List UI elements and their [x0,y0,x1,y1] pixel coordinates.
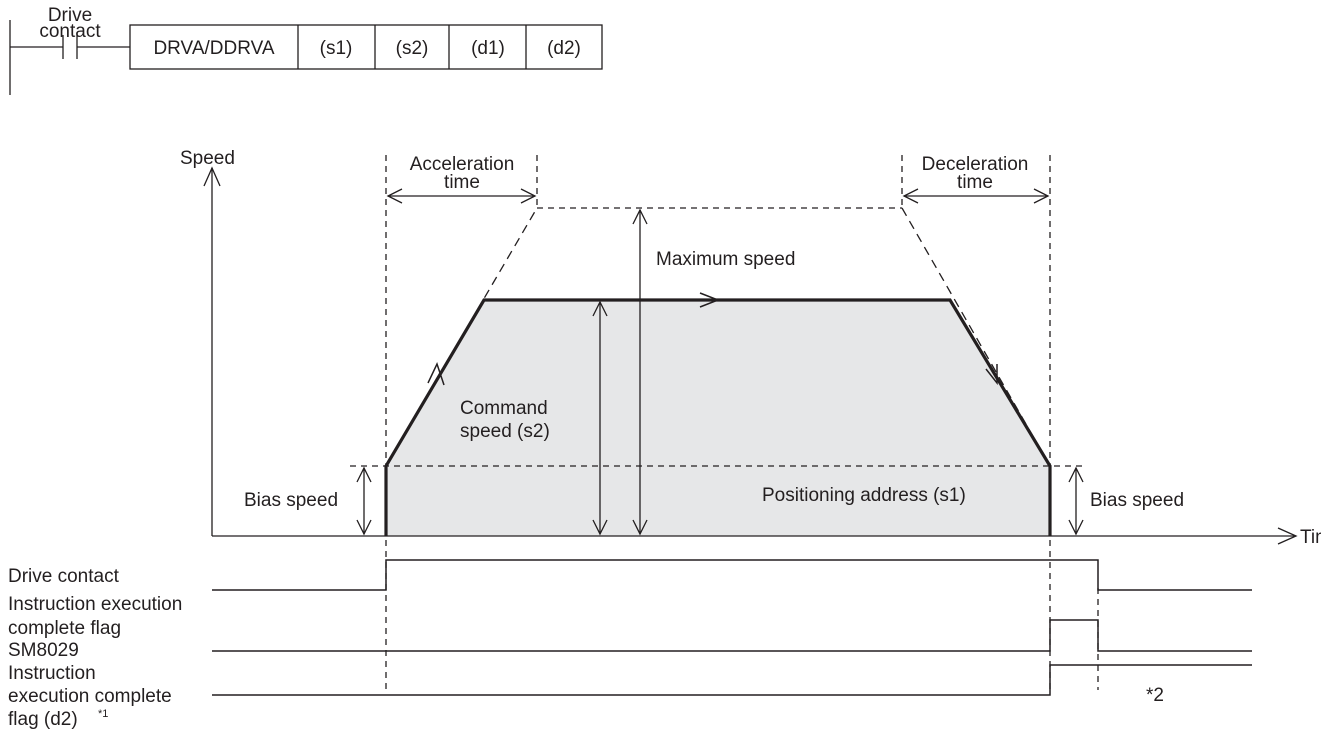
time-axis-label: Time [1300,527,1321,548]
decel-direction-arrow [985,364,998,386]
drive-contact-waveform [212,559,1252,591]
speed-plot: Speed Time Acceleration time Deceleratio… [180,148,1321,690]
d2-footnote-marker: *1 [98,708,108,720]
note-2-marker: *2 [1146,685,1164,706]
profile-area [386,300,1050,536]
time-axis-arrow [1277,527,1298,545]
command-speed-label-line1: Command [460,398,548,419]
d2-label-line1: Instruction [8,663,96,684]
d2-label-line2: execution complete [8,686,172,707]
operand-d1: (d1) [471,38,505,59]
d2-waveform [212,664,1252,696]
constant-direction-arrow [699,292,721,308]
accel-time-label-line2: time [444,172,480,193]
operand-s2: (s2) [396,38,429,59]
bias-speed-label-left: Bias speed [244,490,338,511]
instruction-name: DRVA/DDRVA [153,38,274,59]
instruction-box [129,24,603,70]
sm8029-waveform [212,619,1252,652]
contact-label-line2: contact [39,21,101,42]
accel-direction-arrow [427,361,445,386]
timing-signals: Drive contact Instruction execution comp… [8,559,1252,730]
positioning-address-label: Positioning address (s1) [762,485,966,506]
command-speed-label-line2: speed (s2) [460,421,550,442]
contact-label-line1: Drive [48,5,92,26]
operand-s1: (s1) [320,38,353,59]
d2-label-line3: flag (d2) [8,709,78,730]
max-speed-label: Maximum speed [656,249,795,270]
speed-axis-label: Speed [180,148,235,169]
operand-d2: (d2) [547,38,581,59]
speed-axis-arrow [203,166,221,187]
ladder-rung: Drive contact DRVA/DDRVA (s1) (s2) (d1) … [9,5,603,95]
decel-time-label-line2: time [957,172,993,193]
decel-time-label-line1: Deceleration [922,154,1029,175]
bias-speed-label-right: Bias speed [1090,490,1184,511]
drive-contact-signal-label: Drive contact [8,566,120,587]
sm8029-label-line3: SM8029 [8,640,79,661]
sm8029-label-line1: Instruction execution [8,594,182,615]
sm8029-label-line2: complete flag [8,618,121,639]
accel-time-label-line1: Acceleration [410,154,515,175]
